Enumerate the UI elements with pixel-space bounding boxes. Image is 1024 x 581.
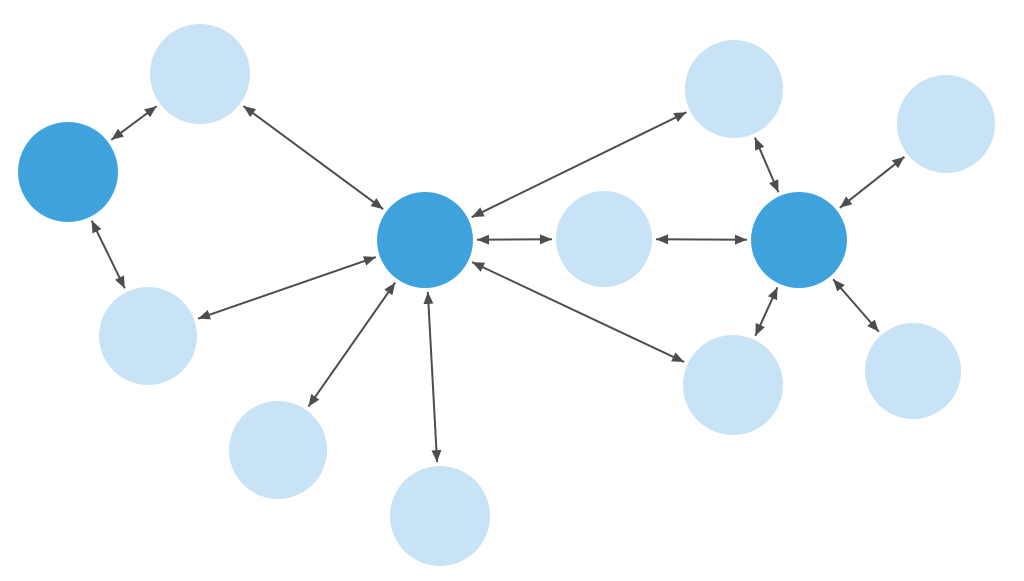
participant-middle-circle — [556, 191, 652, 287]
edge-participant-bottom-left--vcsp — [197, 256, 377, 320]
edge-vcsp--participant-top-right — [471, 111, 687, 219]
node-participant-middle — [556, 191, 652, 287]
node-participant-top-left — [150, 24, 250, 124]
csp-left-circle — [18, 122, 118, 222]
node-participant-bottom-right — [683, 335, 783, 435]
participant-bottom-left-circle — [99, 287, 197, 385]
edge-vcsp--participant-bottom-2 — [423, 291, 442, 463]
vcsp-circle — [377, 192, 473, 288]
participant-bottom-1-circle — [229, 401, 327, 499]
node-participant-bottom-2 — [390, 466, 490, 566]
node-participant-top-right — [685, 40, 783, 138]
participant-bottom-2-circle — [390, 466, 490, 566]
node-participant-far-right-top — [897, 75, 995, 173]
participant-top-right-circle — [685, 40, 783, 138]
edge-csp-left--participant-top-left — [110, 105, 158, 141]
csp-right-circle — [751, 192, 847, 288]
edge-csp-right--participant-far-right-bottom — [832, 278, 880, 333]
participant-far-right-top-circle — [897, 75, 995, 173]
edge-participant-top-right--csp-right — [754, 137, 780, 193]
participant-far-right-bottom-circle — [865, 323, 961, 419]
node-participant-far-right-bottom — [865, 323, 961, 419]
participant-bottom-right-circle — [683, 335, 783, 435]
node-participant-bottom-1 — [229, 401, 327, 499]
node-vcsp — [377, 192, 473, 288]
edge-csp-left--participant-bottom-left — [90, 220, 126, 289]
edge-csp-right--participant-far-right-top — [839, 156, 906, 209]
edge-vcsp--participant-bottom-right — [471, 261, 685, 363]
node-csp-right — [751, 192, 847, 288]
node-csp-left — [18, 122, 118, 222]
node-participant-bottom-left — [99, 287, 197, 385]
participant-top-left-circle — [150, 24, 250, 124]
edge-participant-top-left--vcsp — [242, 105, 384, 210]
edge-vcsp--participant-bottom-1 — [307, 282, 396, 408]
edge-csp-right--participant-bottom-right — [754, 286, 779, 337]
